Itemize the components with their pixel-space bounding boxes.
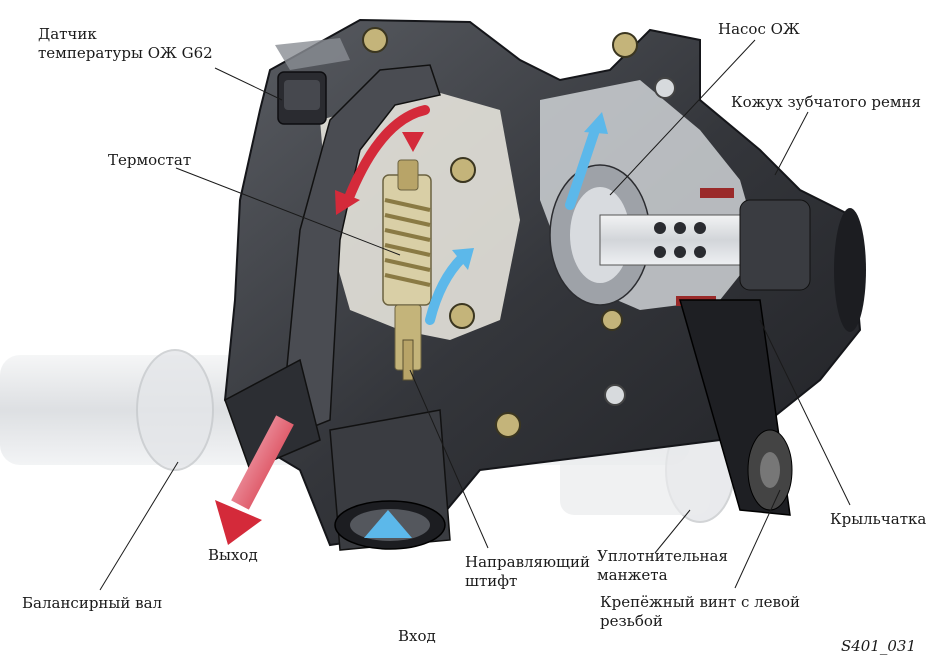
label-seal-line1: Уплотнительная: [597, 547, 728, 565]
timing-belt-part: [679, 299, 793, 516]
mounting-bolts: [362, 27, 676, 438]
guide-pin-part: [402, 339, 414, 381]
leader-bolt: [734, 489, 781, 589]
leader-thermostat: [175, 167, 401, 256]
leader-balancer: [99, 461, 179, 591]
label-guide-pin: Направляющий штифт: [465, 553, 590, 591]
label-inlet: Вход: [398, 627, 436, 645]
leader-sensor: [214, 67, 283, 101]
label-seal-line2: манжета: [597, 566, 668, 584]
label-belt-cover: Кожух зубчатого ремня: [731, 93, 921, 111]
leader-impeller: [759, 319, 851, 506]
leader-seal: [654, 509, 691, 554]
label-sensor-line1: Датчик: [38, 25, 97, 43]
label-impeller: Крыльчатка: [830, 510, 926, 528]
thermostat-part: [382, 159, 432, 371]
leader-guide-pin: [409, 369, 489, 549]
label-guide-pin-line1: Направляющий: [465, 553, 591, 571]
figure-id: S401_031: [840, 637, 916, 655]
label-sensor-line2: температуры ОЖ G62: [38, 44, 213, 62]
label-sensor: Датчик температуры ОЖ G62: [38, 25, 213, 63]
leader-lines: [99, 39, 851, 591]
label-thermostat: Термостат: [108, 151, 192, 169]
label-bolt-line1: Крепёжный винт с левой: [600, 593, 801, 611]
leader-pump: [609, 39, 756, 196]
label-pump: Насос ОЖ: [718, 20, 800, 38]
label-outlet: Выход: [208, 546, 258, 564]
label-seal: Уплотнительная манжета: [597, 547, 728, 585]
hot-coolant-flow: [215, 83, 430, 545]
label-guide-pin-line2: штифт: [465, 572, 518, 590]
cold-coolant-flow: [364, 112, 608, 640]
label-balancer-shaft: Балансирный вал: [22, 594, 163, 612]
label-bolt: Крепёжный винт с левой резьбой: [600, 593, 800, 631]
label-bolt-line2: резьбой: [600, 612, 663, 630]
leader-belt-cover: [774, 111, 809, 176]
